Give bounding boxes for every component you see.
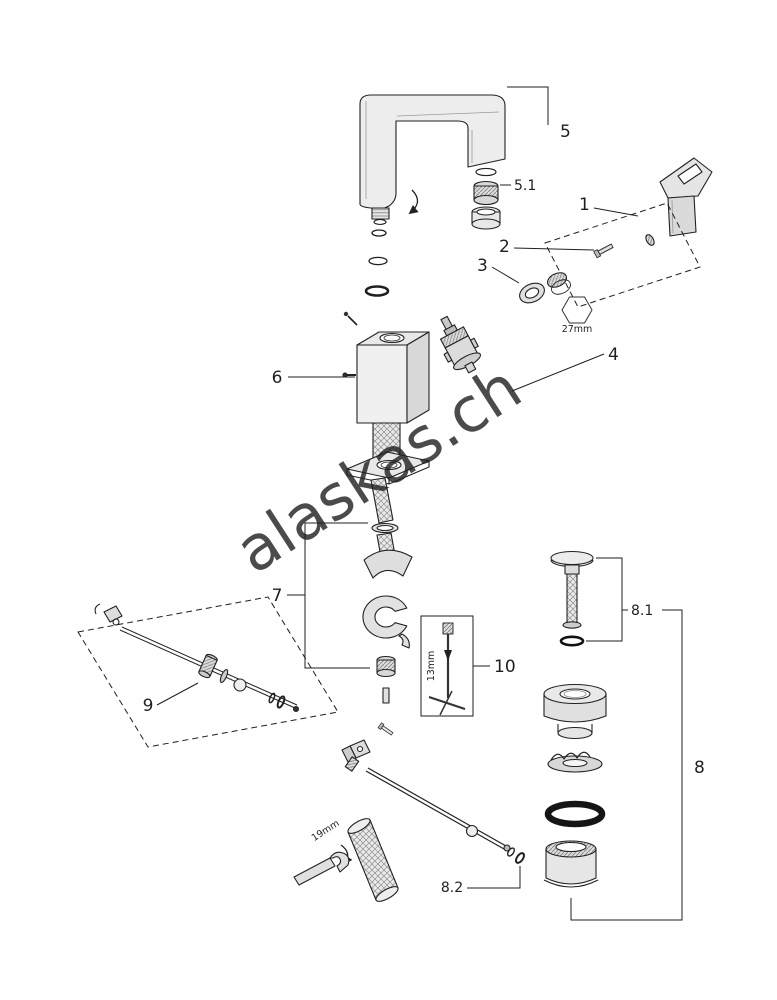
leader-part3 — [491, 266, 520, 284]
callout-9: 9 — [143, 696, 154, 716]
lever-handle — [659, 157, 713, 237]
spout-o-rings — [364, 229, 390, 297]
handle-group-outline — [544, 202, 701, 308]
dim-19mm: 19mm — [310, 818, 342, 844]
callout-10: 10 — [494, 657, 516, 677]
callout-1: 1 — [579, 195, 590, 215]
leader-part9 — [156, 682, 199, 706]
aerator-assembly — [471, 167, 501, 230]
mounting-bracket — [362, 595, 410, 649]
leader-part8-1 — [586, 557, 628, 642]
callout-6: 6 — [272, 368, 283, 388]
drain-locknut — [543, 840, 599, 888]
tool-arrow — [444, 650, 452, 661]
callout-8-1: 8.1 — [631, 603, 653, 619]
horizontal-rod-assembly — [341, 722, 525, 864]
wrench-19mm: 19mm — [293, 818, 353, 886]
pop-up-rod-assembly — [94, 603, 300, 713]
leader-part4 — [511, 353, 605, 392]
callout-3: 3 — [477, 256, 488, 276]
dim-27mm: 27mm — [562, 324, 593, 335]
wave-washer — [547, 751, 603, 773]
hex-nut-27mm: 27mm — [561, 296, 593, 335]
leader-part7 — [287, 522, 370, 669]
handle-plug — [645, 234, 655, 246]
drain-flange — [543, 683, 607, 740]
dim-13mm: 13mm — [426, 651, 437, 682]
rod-group-outline — [77, 596, 339, 748]
leader-part5 — [507, 86, 549, 125]
service-tool-box: 13mm — [420, 615, 474, 717]
bracket-small-parts — [376, 655, 396, 704]
rotation-arrow — [408, 189, 419, 215]
body-set-screw — [343, 311, 358, 326]
square-flange — [346, 451, 430, 485]
cartridge — [439, 315, 482, 374]
callout-4: 4 — [608, 345, 619, 365]
drain-plug — [550, 550, 594, 647]
callout-5-1: 5.1 — [514, 178, 536, 194]
handle-screw — [593, 243, 614, 259]
callout-7: 7 — [272, 586, 283, 606]
braided-hose — [347, 818, 399, 902]
leader-part8-2 — [467, 866, 521, 889]
callout-2: 2 — [499, 237, 510, 257]
spout — [359, 94, 506, 225]
callout-8: 8 — [694, 758, 705, 778]
mounting-wedge — [363, 549, 413, 579]
leader-part8 — [570, 609, 683, 921]
leader-part2 — [513, 247, 595, 251]
leader-part1 — [593, 207, 639, 217]
faucet-body — [342, 331, 430, 424]
callout-5: 5 — [560, 122, 571, 142]
drain-o-ring — [544, 800, 606, 828]
callout-8-2: 8.2 — [441, 880, 463, 896]
escutcheon-rings — [519, 272, 571, 304]
